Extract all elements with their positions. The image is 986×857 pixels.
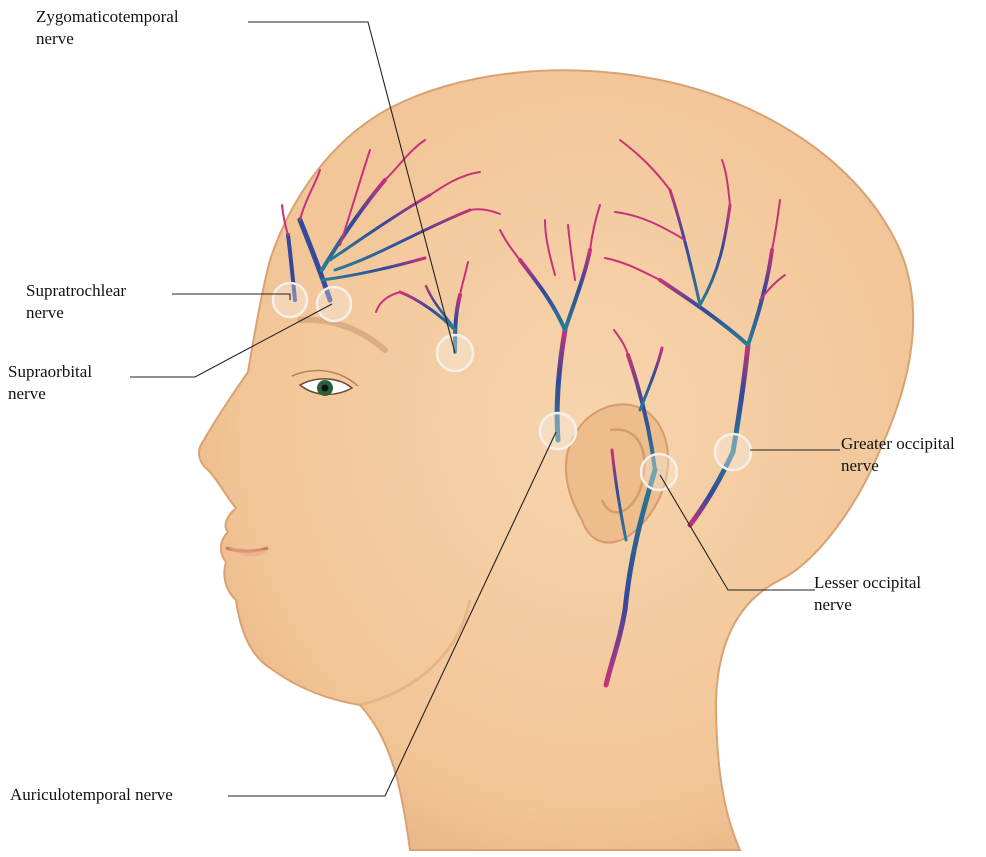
- marker-supraorbital: [317, 287, 351, 321]
- label-supraorbital-line2: nerve: [8, 383, 92, 405]
- label-lesser-occipital-line1: Lesser occipital: [814, 572, 921, 594]
- label-greater-occipital-line2: nerve: [841, 455, 955, 477]
- marker-auriculotemporal: [540, 413, 576, 449]
- label-supratrochlear: Supratrochlear nerve: [26, 280, 126, 324]
- label-greater-occipital-line1: Greater occipital: [841, 433, 955, 455]
- label-zygomaticotemporal: Zygomaticotemporal nerve: [36, 6, 179, 50]
- label-supratrochlear-line2: nerve: [26, 302, 126, 324]
- label-lesser-occipital-line2: nerve: [814, 594, 921, 616]
- label-auriculotemporal: Auriculotemporal nerve: [10, 784, 173, 806]
- label-supraorbital: Supraorbital nerve: [8, 361, 92, 405]
- label-zygomaticotemporal-line1: Zygomaticotemporal: [36, 6, 179, 28]
- head-silhouette: [199, 70, 913, 850]
- label-supraorbital-line1: Supraorbital: [8, 361, 92, 383]
- label-greater-occipital: Greater occipital nerve: [841, 433, 955, 477]
- label-zygomaticotemporal-line2: nerve: [36, 28, 179, 50]
- marker-lesser-occipital: [641, 454, 677, 490]
- marker-greater-occipital: [715, 434, 751, 470]
- label-auriculotemporal-line1: Auriculotemporal nerve: [10, 784, 173, 806]
- label-lesser-occipital: Lesser occipital nerve: [814, 572, 921, 616]
- label-supratrochlear-line1: Supratrochlear: [26, 280, 126, 302]
